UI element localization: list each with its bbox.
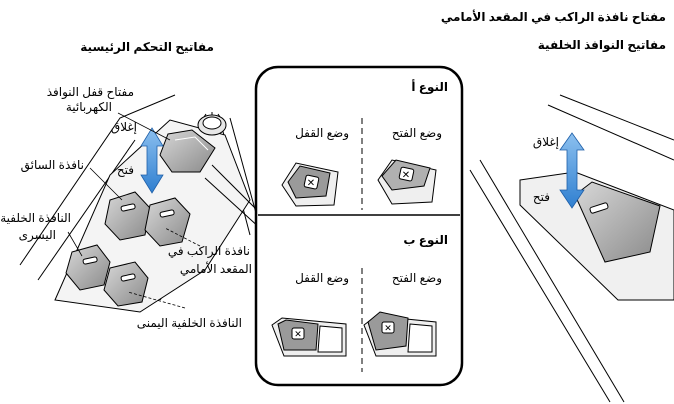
type-a-lock-switch: ✕ (281, 162, 339, 207)
rear-right-window-switch (103, 261, 149, 307)
type-b-title: النوع ب (403, 233, 448, 247)
svg-text:✕: ✕ (384, 324, 392, 334)
type-a-lock-mode: وضع القفل (295, 126, 349, 140)
label-front-passenger-line1: نافذة الراكب في (167, 244, 250, 258)
label-open-right: فتح (532, 190, 550, 204)
passenger-switch-illustration (469, 94, 674, 403)
type-b-lock-mode: وضع القفل (295, 271, 349, 285)
label-open-left: فتح (116, 163, 134, 177)
main-control-panel (19, 94, 263, 313)
close-open-arrow-icon (140, 127, 164, 194)
type-a-open-switch: ✕ (377, 159, 437, 205)
type-b-open-switch: ✕ (363, 311, 437, 357)
label-front-passenger-line2: المقعد الأمامي (179, 262, 252, 276)
leader-lines-left (67, 112, 201, 309)
label-driver-window: نافذة السائق (20, 158, 84, 172)
zoom-line-lower (204, 177, 263, 231)
label-close-left: إغلاق (110, 120, 137, 134)
zoom-line-upper (211, 164, 263, 216)
heading-rear-switches: مفاتيح النوافذ الخلفية (537, 38, 666, 52)
front-passenger-window-switch (144, 197, 191, 247)
type-a-open-mode: وضع الفتح (391, 126, 442, 140)
label-close-right: إغلاق (532, 135, 559, 149)
svg-text:✕: ✕ (307, 178, 315, 189)
type-b-open-mode: وضع الفتح (391, 271, 442, 285)
window-lock-switch (159, 129, 216, 173)
svg-text:✕: ✕ (294, 330, 302, 340)
mirror-knob (197, 112, 227, 136)
label-rear-left-line2: اليسرى (18, 228, 56, 242)
driver-window-switch (104, 191, 151, 241)
heading-passenger-switch: مفتاح نافذة الراكب في المقعد الأمامي (440, 10, 666, 24)
type-a-title: النوع أ (411, 80, 448, 94)
detail-panel: ✕ ✕ ✕ ✕ (254, 65, 464, 387)
heading-main-controls: مفاتيح التحكم الرئيسية (80, 40, 214, 54)
label-rear-left-line1: النافذة الخلفية (0, 211, 71, 225)
rear-left-window-switch (65, 244, 111, 291)
label-lock-switch-line2: الكهربائية (65, 100, 112, 114)
type-b-lock-switch: ✕ (271, 317, 347, 357)
label-rear-right: النافذة الخلفية اليمنى (136, 316, 242, 330)
svg-text:✕: ✕ (402, 170, 410, 181)
label-lock-switch-line1: مفتاح قفل النوافذ (46, 85, 134, 99)
right-close-open-arrow-icon (559, 132, 585, 209)
